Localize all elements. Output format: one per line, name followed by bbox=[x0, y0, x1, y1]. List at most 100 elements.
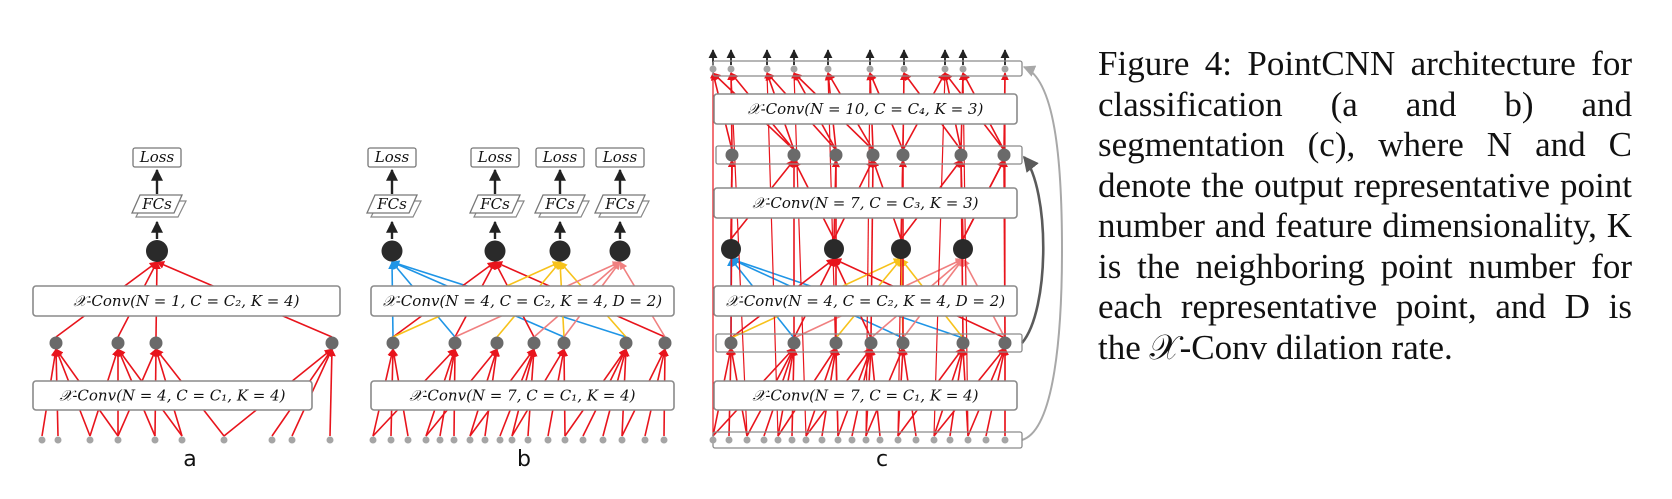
input-point bbox=[743, 436, 751, 444]
input-point bbox=[369, 436, 377, 444]
representative-point bbox=[448, 336, 462, 350]
output-point bbox=[941, 65, 949, 73]
input-point bbox=[894, 436, 902, 444]
representative-point bbox=[829, 336, 843, 350]
xconv-box-label: 𝒳-Conv(N = 1, C = C₂, K = 4) bbox=[73, 292, 299, 310]
fcs-box bbox=[593, 194, 647, 214]
skip-connection-arrow bbox=[1021, 155, 1045, 344]
panel-label: a bbox=[183, 447, 196, 472]
representative-point bbox=[721, 239, 741, 259]
fcs-label: FCs bbox=[141, 195, 172, 213]
output-point bbox=[727, 65, 735, 73]
representative-point bbox=[146, 240, 168, 262]
input-point bbox=[848, 436, 856, 444]
loss-box bbox=[595, 147, 645, 168]
box-layer: 𝒳-Conv(N = 4, C = C₁, K = 4)𝒳-Conv(N = 1… bbox=[32, 60, 1023, 472]
xconv-box-label: 𝒳-Conv(N = 10, C = C₄, K = 3) bbox=[748, 100, 984, 118]
representative-point bbox=[724, 336, 738, 350]
output-point bbox=[900, 65, 908, 73]
representative-point bbox=[609, 240, 631, 262]
edge-arrow bbox=[791, 72, 807, 437]
input-point bbox=[114, 436, 122, 444]
representative-point bbox=[896, 148, 910, 162]
representative-point bbox=[866, 148, 880, 162]
loss-box bbox=[535, 147, 585, 168]
representative-point bbox=[953, 239, 973, 259]
xconv-box bbox=[32, 285, 341, 317]
loss-label: Loss bbox=[139, 148, 175, 166]
representative-point bbox=[787, 336, 801, 350]
xconv-box-label: 𝒳-Conv(N = 4, C = C₂, K = 4, D = 2) bbox=[726, 292, 1005, 310]
representative-point bbox=[549, 240, 571, 262]
representative-point bbox=[619, 336, 633, 350]
input-point bbox=[450, 436, 458, 444]
representative-point bbox=[997, 148, 1011, 162]
input-point bbox=[1001, 436, 1009, 444]
input-point bbox=[561, 436, 569, 444]
fcs-label: FCs bbox=[604, 195, 635, 213]
input-point bbox=[524, 436, 532, 444]
input-point bbox=[912, 436, 920, 444]
input-point bbox=[982, 436, 990, 444]
input-point bbox=[834, 436, 842, 444]
output-point bbox=[866, 65, 874, 73]
input-point bbox=[774, 436, 782, 444]
xconv-box-label: 𝒳-Conv(N = 7, C = C₁, K = 4) bbox=[409, 387, 635, 405]
input-point bbox=[422, 436, 430, 444]
input-point bbox=[862, 436, 870, 444]
loss-box bbox=[132, 147, 182, 168]
input-point bbox=[660, 436, 668, 444]
representative-point bbox=[896, 336, 910, 350]
edge-arrow bbox=[865, 72, 873, 437]
output-point bbox=[709, 65, 717, 73]
input-point bbox=[876, 436, 884, 444]
loss-label: Loss bbox=[602, 148, 638, 166]
input-point bbox=[802, 436, 810, 444]
input-point bbox=[466, 436, 474, 444]
representative-point bbox=[956, 336, 970, 350]
input-point bbox=[86, 436, 94, 444]
xconv-box bbox=[713, 187, 1018, 219]
xconv-box-label: 𝒳-Conv(N = 7, C = C₁, K = 4) bbox=[752, 387, 978, 405]
input-point bbox=[709, 436, 717, 444]
input-point bbox=[54, 436, 62, 444]
loss-label: Loss bbox=[477, 148, 513, 166]
input-point bbox=[788, 436, 796, 444]
edge-arrow bbox=[764, 72, 779, 437]
pointcnn-figure: 𝒳-Conv(N = 4, C = C₁, K = 4)𝒳-Conv(N = 1… bbox=[32, 49, 1064, 472]
edge-arrow bbox=[933, 72, 948, 437]
xconv-box bbox=[370, 285, 675, 317]
edge-arrow bbox=[327, 348, 336, 437]
input-point bbox=[599, 436, 607, 444]
representative-point bbox=[725, 148, 739, 162]
xconv-box bbox=[713, 285, 1018, 317]
input-point bbox=[544, 436, 552, 444]
representative-point bbox=[490, 336, 504, 350]
input-point bbox=[151, 436, 159, 444]
output-point bbox=[790, 65, 798, 73]
xconv-box bbox=[713, 380, 1018, 411]
representative-point bbox=[658, 336, 672, 350]
fcs-label: FCs bbox=[376, 195, 407, 213]
representative-point bbox=[386, 336, 400, 350]
skip-connection-arrow bbox=[1021, 65, 1064, 441]
representative-point bbox=[527, 336, 541, 350]
input-point bbox=[760, 436, 768, 444]
input-point bbox=[268, 436, 276, 444]
fcs-box bbox=[365, 194, 419, 214]
representative-point bbox=[864, 336, 878, 350]
input-point bbox=[288, 436, 296, 444]
fcs-box bbox=[130, 194, 184, 214]
input-point bbox=[579, 436, 587, 444]
input-point bbox=[725, 436, 733, 444]
loss-label: Loss bbox=[542, 148, 578, 166]
fcs-label: FCs bbox=[479, 195, 510, 213]
representative-point bbox=[954, 148, 968, 162]
input-point bbox=[964, 436, 972, 444]
fcs-box bbox=[533, 194, 587, 214]
xconv-box bbox=[713, 93, 1018, 125]
representative-point bbox=[484, 240, 506, 262]
input-point bbox=[404, 436, 412, 444]
xconv-box-label: 𝒳-Conv(N = 4, C = C₂, K = 4, D = 2) bbox=[383, 292, 662, 310]
input-point bbox=[481, 436, 489, 444]
